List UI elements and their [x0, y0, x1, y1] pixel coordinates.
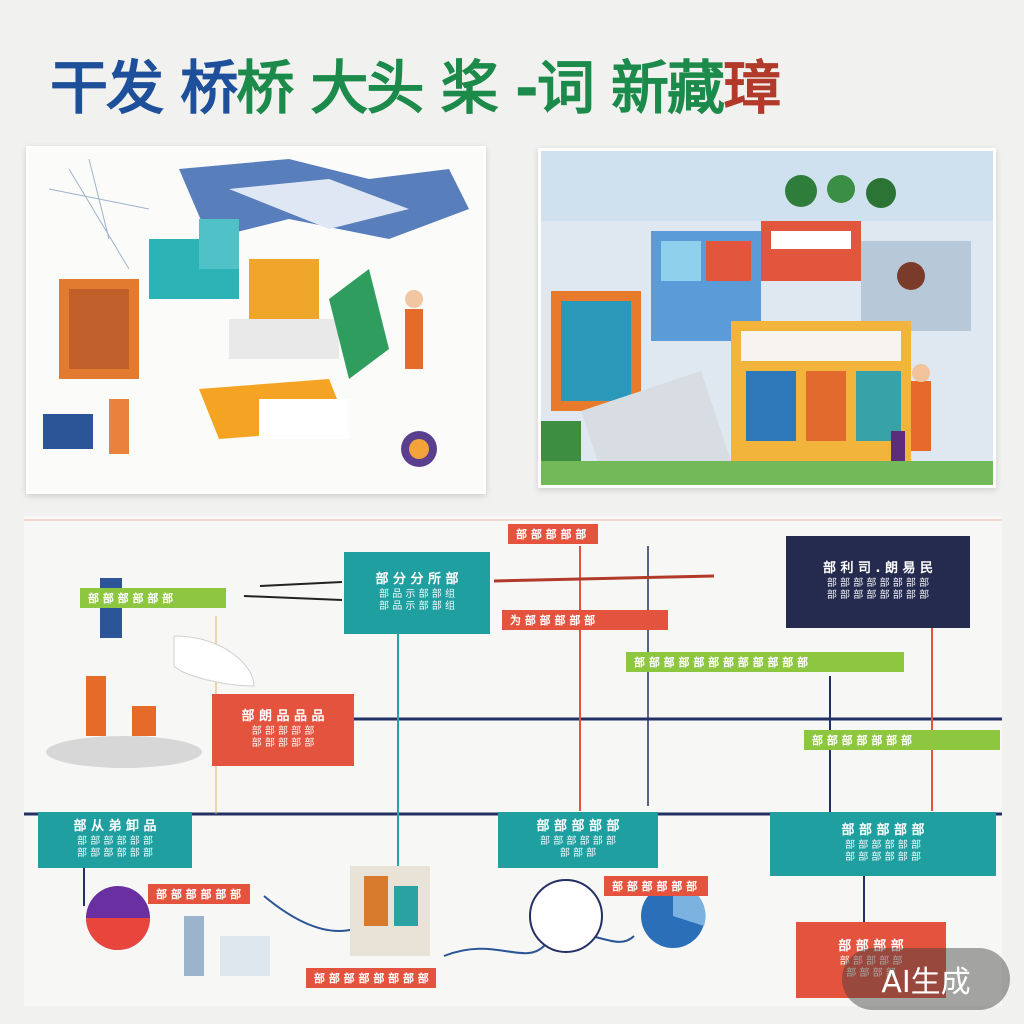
- milestone-c-line1: 部 部 部 部 部: [251, 725, 315, 737]
- milestone-box-d: 部 从 弟 卸 品 部 部 部 部 部 部 部 部 部 部 部 部: [38, 812, 192, 868]
- ai-generated-watermark: AI生成: [842, 948, 1010, 1010]
- page-title: 干发 桥 桥 大头 桨 -词 新藏 璋: [50, 38, 970, 128]
- milestone-box-a: 部 分 分 所 部 部 品 示 部 部 组 部 品 示 部 部 组: [344, 552, 490, 634]
- milestone-g-title: 部 部 部 部: [838, 939, 904, 955]
- buildings-illustration: [541, 151, 993, 485]
- tag-red-bottom-1: 部 部 部 部 部 部: [604, 876, 708, 896]
- milestone-a-title: 部 分 分 所 部: [375, 572, 459, 588]
- campus-illustration: [29, 149, 483, 491]
- milestone-f-line1: 部 部 部 部 部 部: [845, 839, 921, 851]
- illustration-campus-left: [26, 146, 486, 494]
- milestone-g-line2: 部 部 部 部: [846, 968, 896, 980]
- milestone-d-line2: 部 部 部 部 部 部: [77, 848, 153, 860]
- milestone-box-e: 部 部 部 部 部 部 部 部 部 部 部 部 部 部: [498, 812, 658, 868]
- tag-green-left: 部 部 部 部 部 部: [80, 588, 226, 608]
- milestone-b-line1: 部 部 部 部 部 部 部 部: [826, 577, 930, 589]
- milestone-e-line2: 部 部 部: [559, 848, 597, 860]
- tag-red-top: 部 部 部 部 部: [508, 524, 598, 544]
- milestone-box-c: 部 朗 品 品 品 部 部 部 部 部 部 部 部 部 部: [212, 694, 354, 766]
- milestone-b-line2: 部 部 部 部 部 部 部 部: [826, 590, 930, 602]
- tag-green-right: 部 部 部 部 部 部 部: [804, 730, 1000, 750]
- title-part-1: 干发 桥: [50, 54, 238, 122]
- tag-red-bottom-3: 部 部 部 部 部 部 部 部: [306, 968, 436, 988]
- milestone-e-line1: 部 部 部 部 部 部: [540, 835, 616, 847]
- tag-red-bottom-2: 部 部 部 部 部 部: [148, 884, 250, 904]
- milestone-b-title: 部 利 司 . 朗 易 民: [822, 561, 934, 577]
- milestone-box-f: 部 部 部 部 部 部 部 部 部 部 部 部 部 部 部 部 部: [770, 812, 996, 876]
- illustration-campus-right: [538, 148, 996, 488]
- milestone-e-title: 部 部 部 部 部: [536, 819, 620, 835]
- milestone-c-line2: 部 部 部 部 部: [251, 738, 315, 750]
- milestone-g-line1: 部 部 部 部 部: [839, 955, 903, 967]
- title-part-2: 桥 大头 桨 -词 新藏: [236, 54, 725, 122]
- milestone-c-title: 部 朗 品 品 品: [241, 709, 325, 725]
- tag-red-mid: 为 部 部 部 部 部: [502, 610, 668, 630]
- milestone-box-g: 部 部 部 部 部 部 部 部 部 部 部 部 部: [796, 922, 946, 998]
- timeline-diagram: 部 分 分 所 部 部 品 示 部 部 组 部 品 示 部 部 组 部 利 司 …: [24, 516, 1002, 1006]
- milestone-box-b: 部 利 司 . 朗 易 民 部 部 部 部 部 部 部 部 部 部 部 部 部 …: [786, 536, 970, 628]
- milestone-f-line2: 部 部 部 部 部 部: [845, 852, 921, 864]
- milestone-a-line2: 部 品 示 部 部 组: [379, 601, 455, 613]
- milestone-d-title: 部 从 弟 卸 品: [73, 819, 157, 835]
- milestone-a-line1: 部 品 示 部 部 组: [379, 588, 455, 600]
- milestone-f-title: 部 部 部 部 部: [841, 823, 925, 839]
- title-part-3: 璋: [723, 54, 781, 122]
- milestone-d-line1: 部 部 部 部 部 部: [77, 835, 153, 847]
- tag-green-mid: 部 部 部 部 部 部 部 部 部 部 部 部: [626, 652, 904, 672]
